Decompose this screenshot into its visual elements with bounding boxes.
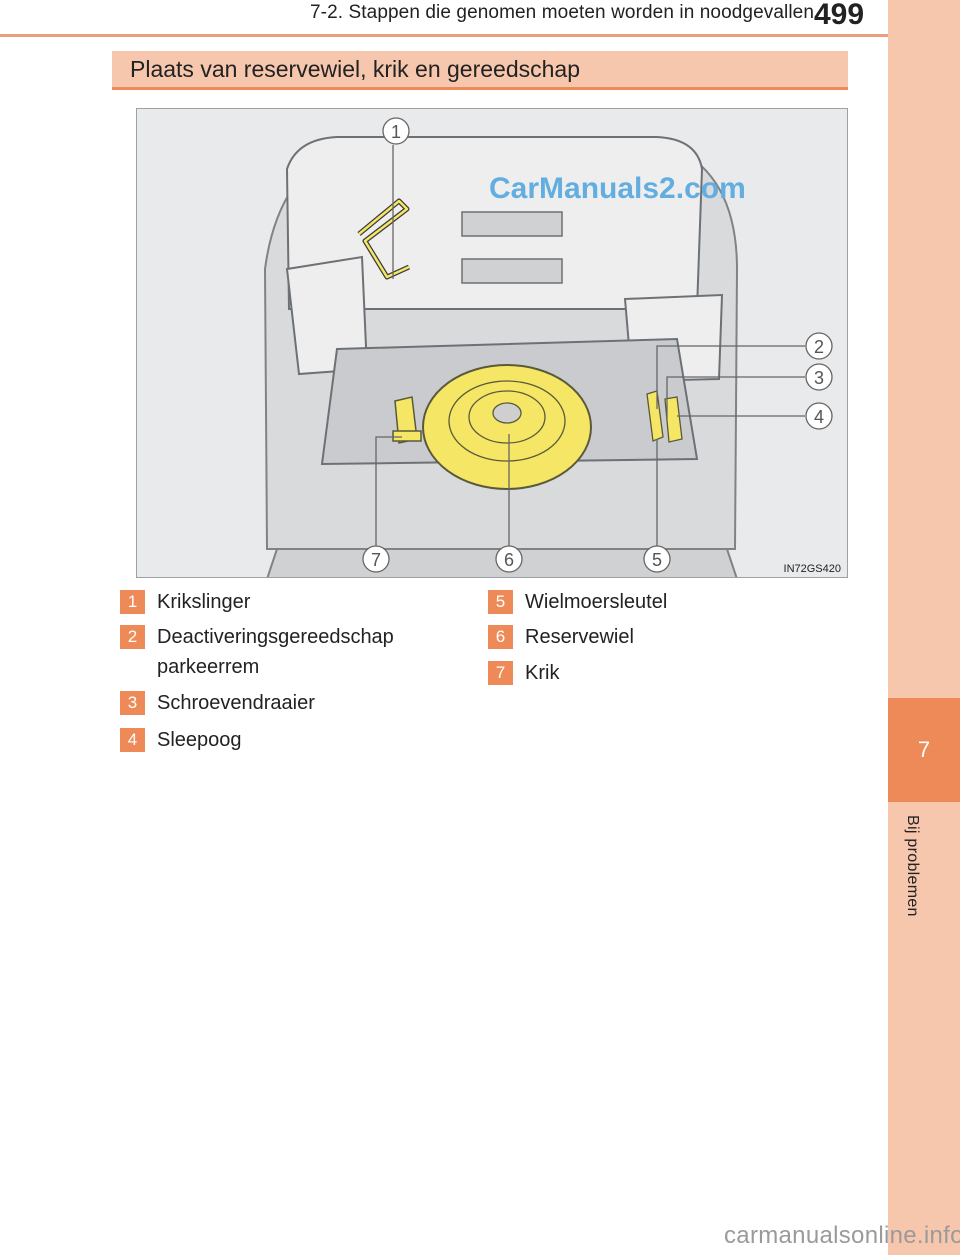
callout-2-label: 2: [814, 337, 824, 357]
legend-label-2: Deactiveringsgereedschap parkeerrem: [157, 626, 394, 678]
legend-item-2: 2 Deactiveringsgereedschap parkeerrem: [112, 622, 452, 682]
legend-item-3: 3 Schroevendraaier: [112, 688, 452, 718]
legend-label-5: Wielmoersleutel: [525, 591, 668, 613]
side-tab: [888, 0, 960, 1255]
callout-4: 4: [805, 402, 833, 430]
running-header: 7-2. Stappen die genomen moeten worden i…: [310, 2, 814, 23]
callout-7-label: 7: [371, 550, 381, 570]
callout-5-label: 5: [652, 550, 662, 570]
callout-1-label: 1: [391, 122, 401, 142]
legend-number-1: 1: [120, 590, 145, 614]
legend-number-3: 3: [120, 691, 145, 715]
chapter-number: 7: [917, 737, 931, 762]
legend-label-6: Reservewiel: [525, 626, 634, 648]
trunk-illustration: 1 2 3 4 5 6 7 CarManuals2.com IN72GS420: [136, 108, 848, 578]
legend-number-6: 6: [488, 625, 513, 649]
legend-label-4: Sleepoog: [157, 729, 242, 751]
legend-item-7: 7 Krik: [480, 658, 840, 688]
legend-item-1: 1 Krikslinger: [112, 587, 452, 617]
section-heading: Plaats van reservewiel, krik en gereedsc…: [112, 51, 848, 90]
legend-number-7: 7: [488, 661, 513, 685]
callout-4-label: 4: [814, 407, 824, 427]
callout-6: 6: [495, 545, 523, 573]
chapter-tab: 7: [888, 698, 960, 802]
callout-6-label: 6: [504, 550, 514, 570]
chapter-title: Bij problemen: [904, 815, 921, 917]
section-title: Plaats van reservewiel, krik en gereedsc…: [130, 56, 581, 82]
legend-label-1: Krikslinger: [157, 591, 251, 613]
footer-url: carmanualsonline.info: [724, 1222, 960, 1249]
legend-label-3: Schroevendraaier: [157, 692, 315, 714]
trunk-drawing: 1 2 3 4 5 6 7: [263, 117, 833, 577]
callout-2: 2: [805, 332, 833, 360]
legend-item-4: 4 Sleepoog: [112, 725, 452, 755]
callout-1: 1: [382, 117, 410, 145]
watermark: CarManuals2.com: [489, 172, 746, 205]
header-rule: [0, 34, 888, 37]
figure-code: IN72GS420: [783, 563, 841, 575]
legend-item-5: 5 Wielmoersleutel: [480, 587, 840, 617]
legend-number-2: 2: [120, 625, 145, 649]
callout-5: 5: [643, 545, 671, 573]
page-number: 499: [814, 0, 865, 31]
callout-3-label: 3: [814, 368, 824, 388]
legend-number-4: 4: [120, 728, 145, 752]
legend-label-7: Krik: [525, 662, 560, 684]
legend-item-6: 6 Reservewiel: [480, 622, 840, 652]
callout-7: 7: [362, 545, 390, 573]
legend-number-5: 5: [488, 590, 513, 614]
callout-3: 3: [805, 363, 833, 391]
